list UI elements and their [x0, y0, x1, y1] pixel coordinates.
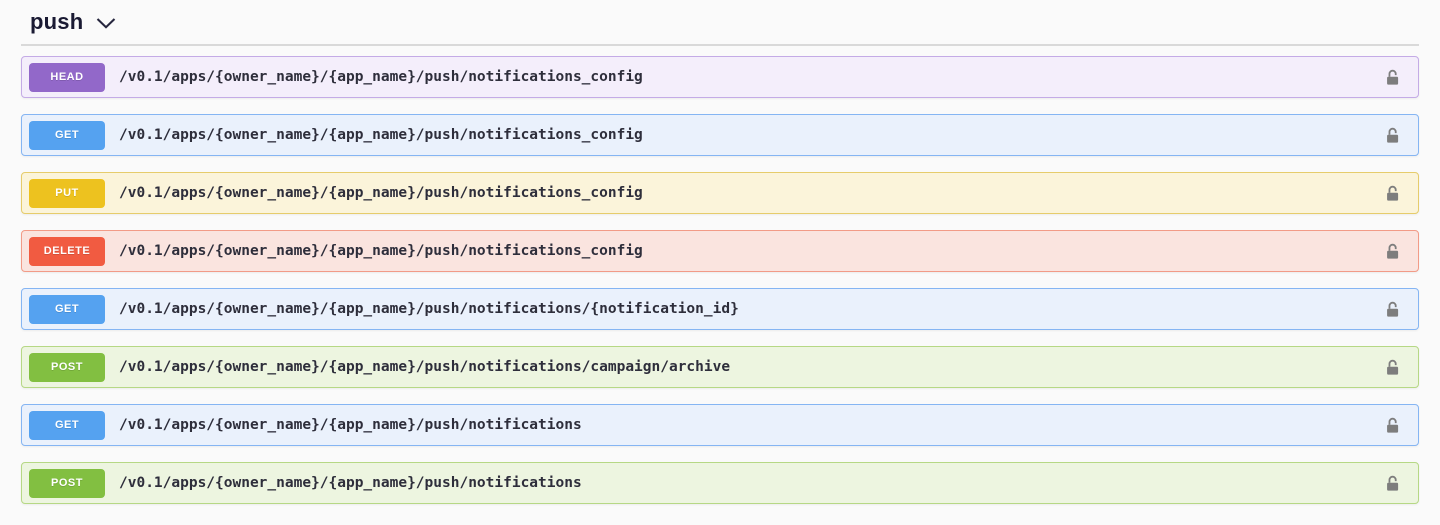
unlock-icon [1386, 359, 1398, 375]
method-badge: DELETE [29, 236, 105, 266]
endpoint-list: HEAD /v0.1/apps/{owner_name}/{app_name}/… [21, 46, 1419, 504]
unlock-icon [1386, 475, 1398, 491]
method-badge: PUT [29, 178, 105, 208]
method-badge: POST [29, 468, 105, 498]
section-title: push [30, 9, 84, 34]
auth-lock-button[interactable] [1379, 63, 1405, 91]
unlock-icon [1386, 185, 1398, 201]
endpoint-row[interactable]: GET /v0.1/apps/{owner_name}/{app_name}/p… [21, 288, 1419, 330]
push-api-section: push HEAD /v0.1/apps/{owner_name}/{app_n… [21, 0, 1419, 504]
endpoint-path: /v0.1/apps/{owner_name}/{app_name}/push/… [119, 185, 643, 201]
endpoint-row[interactable]: HEAD /v0.1/apps/{owner_name}/{app_name}/… [21, 56, 1419, 98]
method-badge: GET [29, 410, 105, 440]
endpoint-row[interactable]: POST /v0.1/apps/{owner_name}/{app_name}/… [21, 462, 1419, 504]
endpoint-path: /v0.1/apps/{owner_name}/{app_name}/push/… [119, 127, 643, 143]
method-badge: GET [29, 294, 105, 324]
endpoint-row[interactable]: POST /v0.1/apps/{owner_name}/{app_name}/… [21, 346, 1419, 388]
method-badge: HEAD [29, 62, 105, 92]
unlock-icon [1386, 417, 1398, 433]
endpoint-row[interactable]: GET /v0.1/apps/{owner_name}/{app_name}/p… [21, 114, 1419, 156]
endpoint-path: /v0.1/apps/{owner_name}/{app_name}/push/… [119, 243, 643, 259]
auth-lock-button[interactable] [1379, 469, 1405, 497]
chevron-down-icon [97, 18, 116, 29]
method-badge: POST [29, 352, 105, 382]
unlock-icon [1386, 301, 1398, 317]
endpoint-path: /v0.1/apps/{owner_name}/{app_name}/push/… [119, 69, 643, 85]
unlock-icon [1386, 69, 1398, 85]
endpoint-path: /v0.1/apps/{owner_name}/{app_name}/push/… [119, 417, 582, 433]
auth-lock-button[interactable] [1379, 295, 1405, 323]
auth-lock-button[interactable] [1379, 179, 1405, 207]
endpoint-path: /v0.1/apps/{owner_name}/{app_name}/push/… [119, 301, 739, 317]
endpoint-path: /v0.1/apps/{owner_name}/{app_name}/push/… [119, 475, 582, 491]
section-header[interactable]: push [21, 0, 1419, 46]
endpoint-row[interactable]: GET /v0.1/apps/{owner_name}/{app_name}/p… [21, 404, 1419, 446]
auth-lock-button[interactable] [1379, 237, 1405, 265]
unlock-icon [1386, 127, 1398, 143]
auth-lock-button[interactable] [1379, 121, 1405, 149]
endpoint-row[interactable]: PUT /v0.1/apps/{owner_name}/{app_name}/p… [21, 172, 1419, 214]
auth-lock-button[interactable] [1379, 353, 1405, 381]
method-badge: GET [29, 120, 105, 150]
endpoint-path: /v0.1/apps/{owner_name}/{app_name}/push/… [119, 359, 731, 375]
endpoint-row[interactable]: DELETE /v0.1/apps/{owner_name}/{app_name… [21, 230, 1419, 272]
auth-lock-button[interactable] [1379, 411, 1405, 439]
unlock-icon [1386, 243, 1398, 259]
